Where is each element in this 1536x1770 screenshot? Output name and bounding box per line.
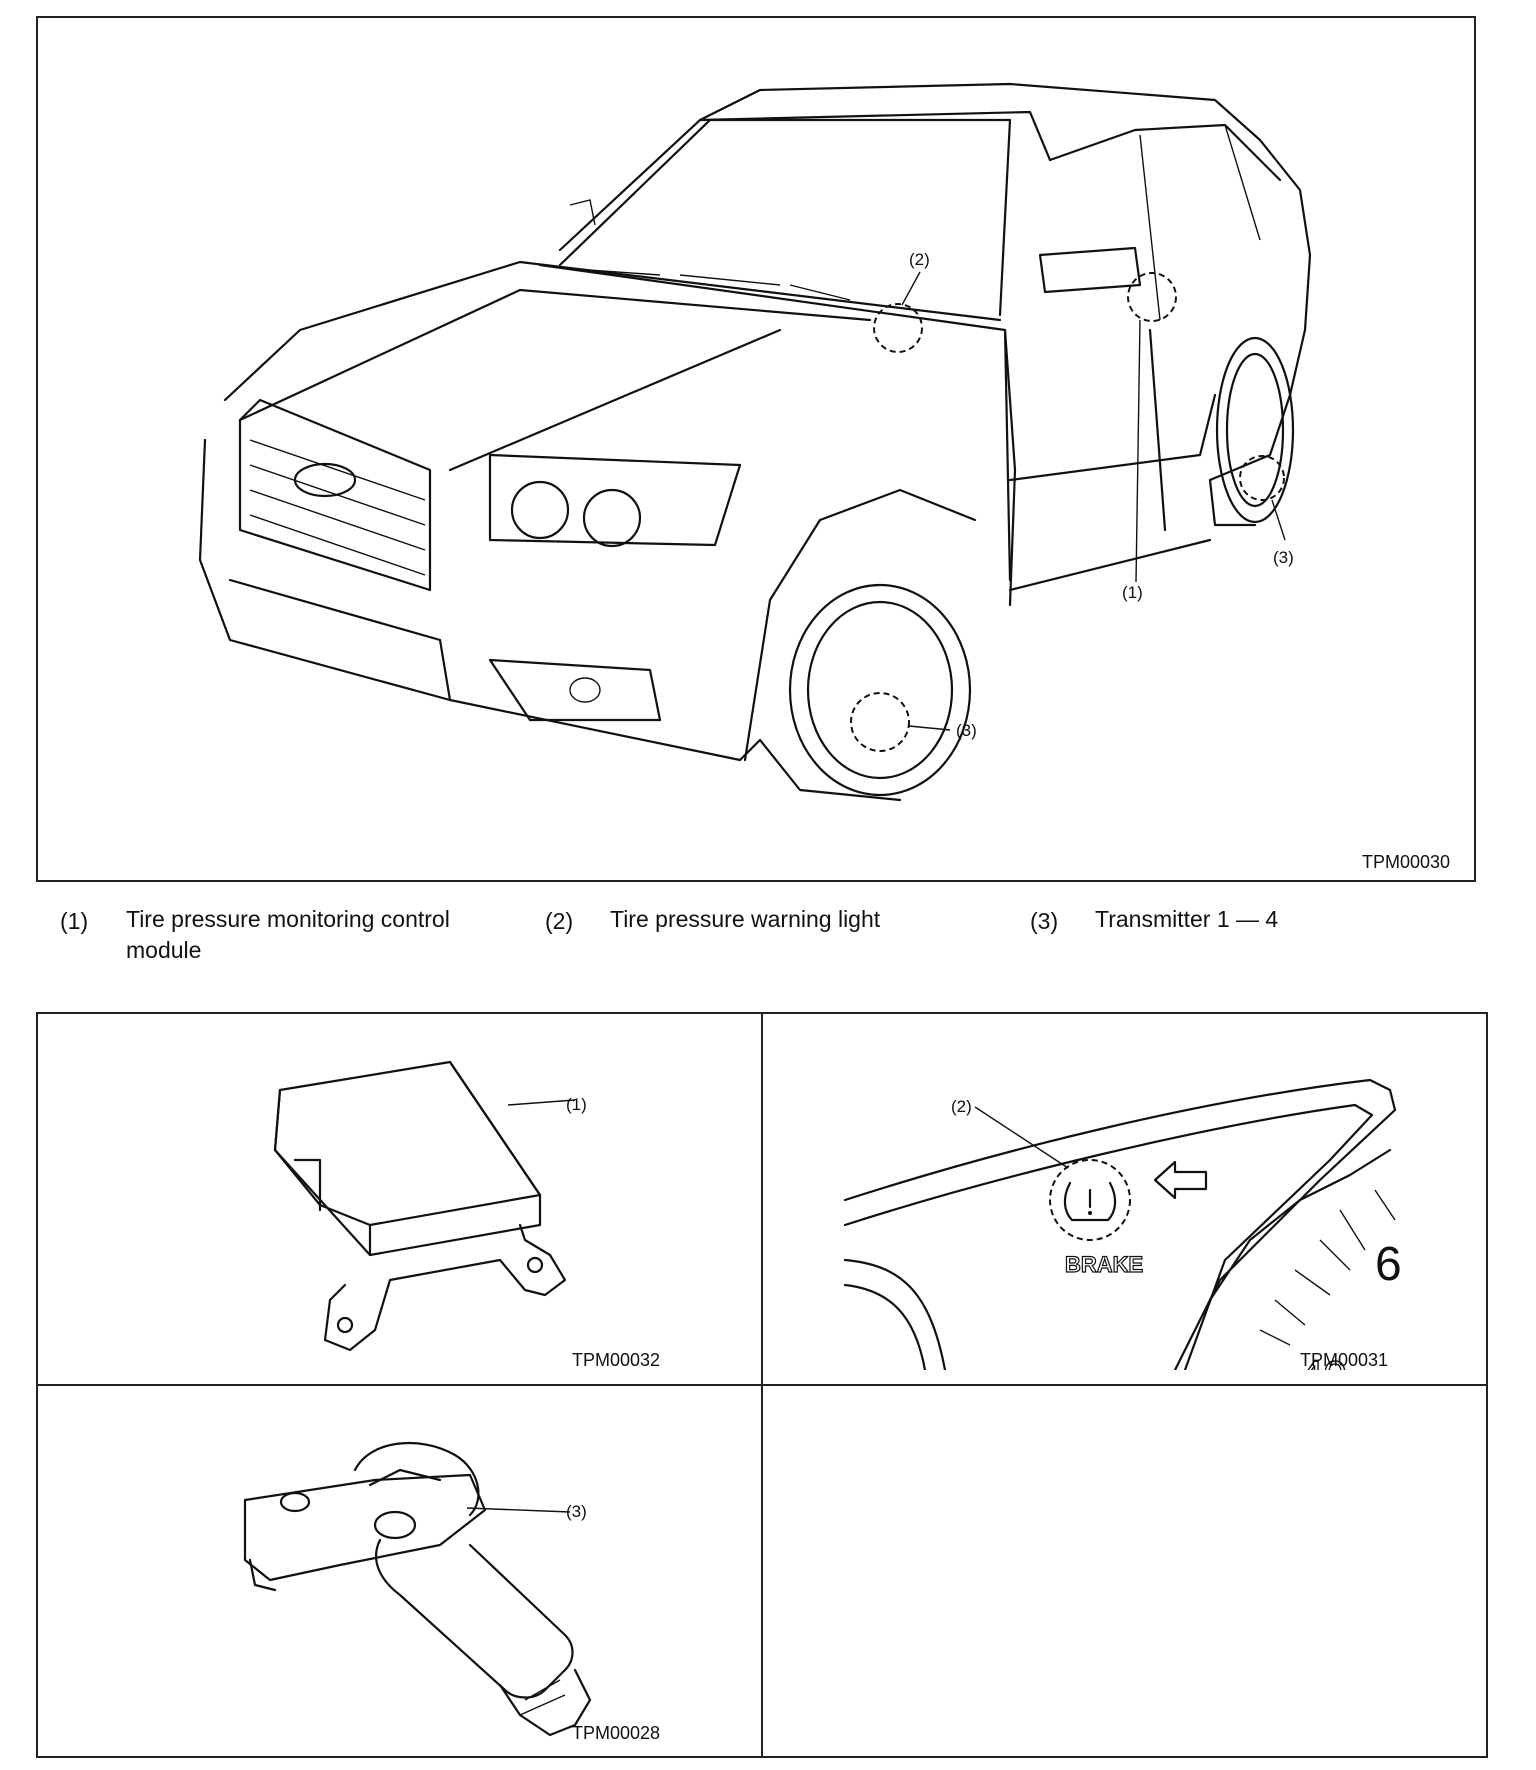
panel2-callout: (2) [951, 1097, 972, 1116]
legend: (1) Tire pressure monitoring control mod… [0, 906, 1536, 988]
control-module-location-circle [1127, 272, 1177, 322]
pointer-arrow-icon [1153, 1160, 1208, 1200]
panel1-code: TPM00032 [572, 1350, 661, 1370]
callout-2: (2) [909, 250, 930, 269]
panel1-callout: (1) [566, 1095, 587, 1114]
legend-num-2: (2) [545, 908, 574, 934]
legend-text-1b: module [126, 937, 202, 963]
figure-code: TPM00030 [1362, 852, 1451, 872]
legend-text-1a: Tire pressure monitoring control [126, 906, 450, 932]
empty-panel [763, 1386, 1486, 1756]
warning-light-location-circle [873, 303, 923, 353]
callout-3-rear: (3) [1273, 548, 1294, 567]
panel2-code: TPM00031 [1300, 1350, 1389, 1370]
legend-text-3: Transmitter 1 — 4 [1095, 906, 1279, 932]
legend-num-3: (3) [1030, 908, 1059, 934]
panel3-code: TPM00028 [572, 1723, 661, 1743]
rear-transmitter-circle [1239, 455, 1285, 501]
gauge-digit-6: 6 [1375, 1238, 1402, 1291]
gauge-digit-40: 40 [1300, 1352, 1347, 1399]
callout-3-front: (3) [956, 721, 977, 740]
callout-1: (1) [1122, 583, 1143, 602]
tpms-symbol-circle [1049, 1159, 1131, 1241]
brake-label: BRAKE [1065, 1252, 1143, 1277]
legend-num-1: (1) [60, 908, 89, 934]
panel3-callout: (3) [566, 1502, 587, 1521]
legend-text-2: Tire pressure warning light [610, 906, 881, 932]
tpms-icon [1063, 1181, 1117, 1222]
grid-divider-horizontal [36, 1384, 1488, 1386]
front-transmitter-circle [850, 692, 910, 752]
